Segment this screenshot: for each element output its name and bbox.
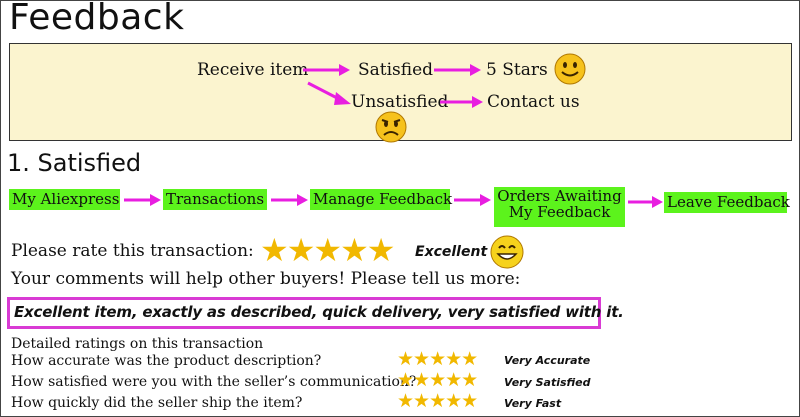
comment-textbox[interactable] xyxy=(7,297,601,329)
step-line-2: My Feedback xyxy=(508,203,611,221)
detailed-ratings-heading: Detailed ratings on this transaction xyxy=(11,336,264,352)
comment-text: Excellent item, exactly as described, qu… xyxy=(14,303,624,321)
rating-stars[interactable]: ★★★★★ xyxy=(260,231,395,269)
detail-question-communication: How satisfied were you with the seller’s… xyxy=(11,374,417,390)
step-line-1: Orders Awaiting xyxy=(497,187,622,205)
step-my-aliexpress: My Aliexpress xyxy=(9,189,120,210)
step-manage-feedback: Manage Feedback xyxy=(310,189,452,210)
arrow-icon xyxy=(124,194,161,206)
arrow-icon xyxy=(303,64,350,76)
unsatisfied-label: Unsatisfied xyxy=(351,92,449,112)
arrow-icon xyxy=(434,64,481,76)
detail-stars-communication[interactable]: ★★★★★ xyxy=(397,369,478,391)
arrow-icon xyxy=(307,81,351,105)
step-transactions: Transactions xyxy=(163,189,267,210)
arrow-icon xyxy=(454,194,491,206)
rating-label: Excellent xyxy=(415,244,488,260)
receive-item-label: Receive item xyxy=(197,60,309,80)
detail-question-accuracy: How accurate was the product description… xyxy=(11,353,322,369)
detail-stars-accuracy[interactable]: ★★★★★ xyxy=(397,348,478,370)
satisfied-label: Satisfied xyxy=(358,60,434,80)
happy-face-icon xyxy=(554,53,586,85)
comments-prompt: Your comments will help other buyers! Pl… xyxy=(11,269,521,289)
detail-label-shipping: Very Fast xyxy=(504,397,562,410)
step-orders-awaiting-my-feedback: Orders Awaiting My Feedback xyxy=(494,187,625,227)
step-leave-feedback: Leave Feedback xyxy=(664,192,790,213)
detail-label-accuracy: Very Accurate xyxy=(504,354,591,367)
page-title: Feedback xyxy=(9,0,185,38)
contact-us-label: Contact us xyxy=(487,92,580,112)
arrow-icon xyxy=(271,194,308,206)
smiling-face-icon xyxy=(490,235,524,269)
detail-stars-shipping[interactable]: ★★★★★ xyxy=(397,390,478,412)
arrow-icon xyxy=(628,196,663,208)
rate-prompt: Please rate this transaction: xyxy=(11,241,254,261)
detail-label-communication: Very Satisfied xyxy=(504,376,591,389)
five-stars-label: 5 Stars xyxy=(486,60,548,80)
arrow-icon xyxy=(440,96,483,108)
section-title: 1. Satisfied xyxy=(7,149,142,177)
detail-question-shipping: How quickly did the seller ship the item… xyxy=(11,395,303,411)
sad-face-icon xyxy=(375,111,407,143)
